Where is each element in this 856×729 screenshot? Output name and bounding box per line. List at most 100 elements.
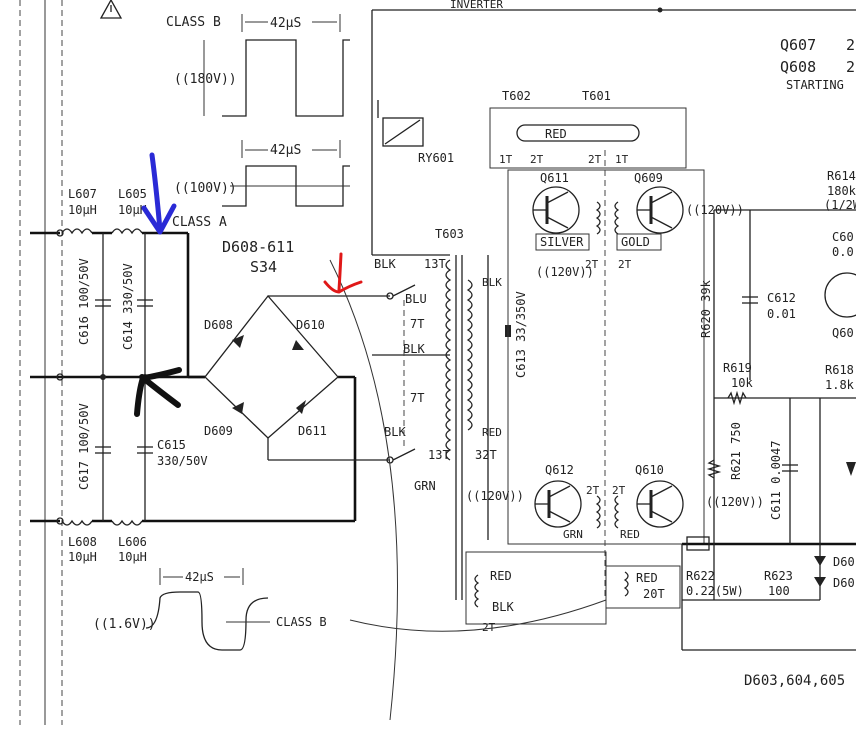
red-label-3: RED: [620, 528, 640, 541]
t602-label: T602: [502, 89, 531, 103]
blk-label-4: BLK: [482, 276, 502, 289]
r618-label: R618: [825, 363, 854, 377]
r620-label: R620 39k: [699, 279, 713, 338]
c60x-value: 0.0: [832, 245, 854, 259]
t603-secondary-winding: [466, 279, 473, 431]
l606-value: 10μH: [118, 550, 147, 564]
red-label-4: RED: [636, 571, 658, 585]
curved-wire-2: [329, 259, 398, 721]
c612-value: 0.01: [767, 307, 796, 321]
r614-watt: (1/2W): [824, 198, 856, 212]
diode-d611: [296, 400, 306, 414]
d609-label: D609: [204, 424, 233, 438]
l608-value: 10μH: [68, 550, 97, 564]
r622-value: 0.22(5W): [686, 584, 744, 598]
c615-label: C615: [157, 438, 186, 452]
r614-label: R614: [827, 169, 856, 183]
starting-label: STARTING: [786, 78, 844, 92]
v120-label-c: ((120V)): [466, 489, 524, 503]
period-marker-3: [159, 568, 244, 585]
q608-label: Q608: [780, 58, 816, 76]
inverter-frame: [507, 169, 705, 545]
winding-silver: [595, 201, 601, 235]
q607-label: Q607: [780, 36, 816, 54]
winding-grn: [595, 495, 601, 529]
d611-label: D611: [298, 424, 327, 438]
blk-label-1: BLK: [374, 257, 396, 271]
q610-label: Q610: [635, 463, 664, 477]
t603-primary-winding: [445, 259, 452, 461]
l608-label: L608: [68, 535, 97, 549]
capacitor-c612: [742, 296, 758, 304]
resistor-r619: [727, 390, 747, 406]
r622-label: R622: [686, 569, 715, 583]
period-label-2: 42μS: [270, 143, 301, 158]
r618-value: 1.8k: [825, 378, 855, 392]
1t-label-b: 1T: [615, 153, 629, 166]
l605-value: 10μH: [118, 203, 147, 217]
2t-label-e: 2T: [586, 484, 600, 497]
2t-label-b: 2T: [588, 153, 602, 166]
l607-value: 10μH: [68, 203, 97, 217]
20t-label: 20T: [643, 587, 665, 601]
voltage-1-6-label: ((1.6V)): [93, 617, 156, 632]
blk-label-5: BLK: [492, 600, 514, 614]
grn-label-1: GRN: [414, 479, 436, 493]
v120-label-a: ((120V)): [536, 265, 594, 279]
period-label-3: 42μS: [185, 570, 214, 584]
period-marker-1: [241, 14, 341, 32]
inductor-l606: [111, 519, 143, 526]
gold-label: GOLD: [621, 235, 650, 249]
c615-value: 330/50V: [157, 454, 208, 468]
2t-label-d: 2T: [618, 258, 632, 271]
32t-label: 32T: [475, 448, 497, 462]
l605-label: L605: [118, 187, 147, 201]
capacitor-c616: [95, 299, 111, 307]
period-marker-2: [241, 140, 341, 158]
c613-label: C613 33/350V: [514, 291, 528, 378]
7t-label-1: 7T: [410, 317, 424, 331]
inductor-l608: [61, 519, 93, 526]
red-label-5: RED: [490, 569, 512, 583]
r619-label: R619: [723, 361, 752, 375]
d608-label: D608: [204, 318, 233, 332]
s34-label: S34: [250, 258, 277, 276]
voltage-180-label: ((180V)): [174, 72, 237, 87]
blk-label-2: BLK: [403, 342, 425, 356]
relay-ry601: [382, 117, 424, 147]
red-label-2: RED: [545, 127, 567, 141]
silver-label: SILVER: [540, 235, 584, 249]
class-a-label: CLASS A: [172, 215, 227, 230]
capacitor-c614: [137, 299, 153, 307]
c617-label: C617 100/50V: [77, 403, 91, 490]
blk-label-3: BLK: [384, 425, 406, 439]
d610-label: D610: [296, 318, 325, 332]
2t-label-c: 2T: [585, 258, 599, 271]
capacitor-c611: [782, 464, 798, 472]
q607-value: 2: [846, 36, 855, 54]
blu-label: BLU: [405, 292, 427, 306]
c616-label: C616 100/50V: [77, 258, 91, 345]
period-label-1: 42μS: [270, 16, 301, 31]
c60x-label: C60: [832, 230, 854, 244]
1t-label-a: 1T: [499, 153, 513, 166]
v120-label-d: ((120V)): [706, 495, 764, 509]
warning-icon: [99, 0, 123, 19]
l607-label: L607: [68, 187, 97, 201]
7t-label-2: 7T: [410, 391, 424, 405]
q60x-label: Q60: [832, 326, 854, 340]
inverter-label: INVERTER: [450, 0, 503, 11]
diode-d60a: [814, 556, 826, 566]
2t-label-g: 2T: [482, 621, 496, 634]
13t-label-2: 13T: [428, 448, 450, 462]
red-label-1: RED: [482, 426, 502, 439]
diode-d610: [292, 340, 304, 350]
r614-value: 180k: [827, 184, 856, 198]
red-loop: [516, 124, 640, 142]
diode-right: [846, 462, 856, 476]
inductor-l605: [111, 228, 143, 235]
class-b-bottom-label: CLASS B: [276, 615, 327, 629]
class-b-label: CLASS B: [166, 15, 221, 30]
